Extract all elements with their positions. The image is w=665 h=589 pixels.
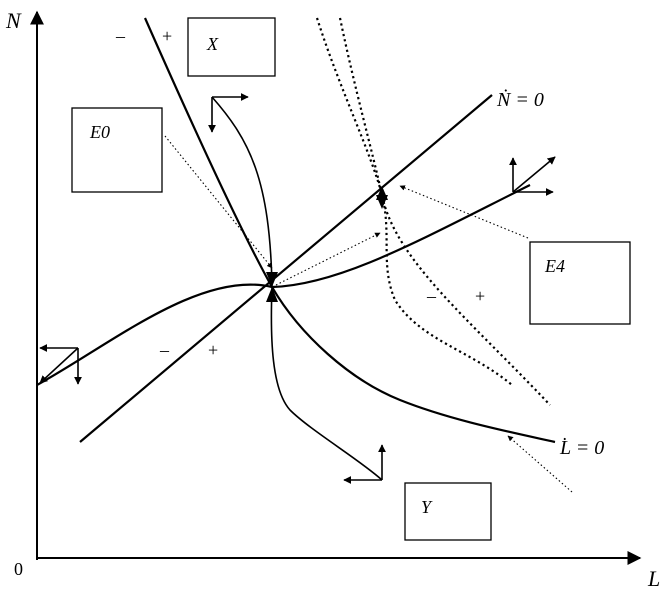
lower-trajectory (270, 286, 383, 481)
y-axis-label: N (5, 8, 22, 33)
box-e4 (529, 241, 631, 325)
leader-e4 (399, 185, 529, 239)
box-y (404, 482, 492, 541)
box-e4-label: E4 (544, 256, 565, 276)
transition-arrow (275, 232, 381, 286)
sign-minus-top: – (115, 26, 126, 46)
ldot-zero-label: L̇ = 0 (559, 436, 604, 459)
box-x (187, 17, 276, 77)
sign-plus-right: + (475, 286, 485, 306)
ndot-zero-line (79, 94, 493, 443)
leader-e0 (164, 135, 273, 269)
origin-label: 0 (14, 559, 23, 579)
shifted-ldot-curve-2 (338, 17, 551, 406)
sign-plus-left: + (208, 340, 218, 360)
x-axis-label: L (647, 566, 660, 589)
shifted-ldot-curve-1 (315, 17, 513, 386)
ndot-zero-label: Ṅ = 0 (496, 88, 544, 111)
box-e0 (71, 107, 163, 193)
ldot-zero-curve (143, 17, 556, 444)
sign-plus-top: + (162, 26, 172, 46)
arrowhead-e4-b (376, 195, 388, 209)
box-y-label: Y (421, 497, 433, 517)
arrowhead-lower (266, 287, 278, 302)
stable-arm-curve (36, 184, 531, 386)
sign-minus-left: – (159, 340, 170, 360)
box-x-label: X (206, 34, 219, 54)
phase-arrow-ne-diag (512, 156, 556, 193)
upper-trajectory (211, 96, 273, 288)
box-e0-label: E0 (89, 122, 110, 142)
phase-arrow-w-diag (39, 347, 79, 384)
arrowhead-upper (266, 272, 278, 287)
sign-minus-right: – (426, 286, 437, 306)
